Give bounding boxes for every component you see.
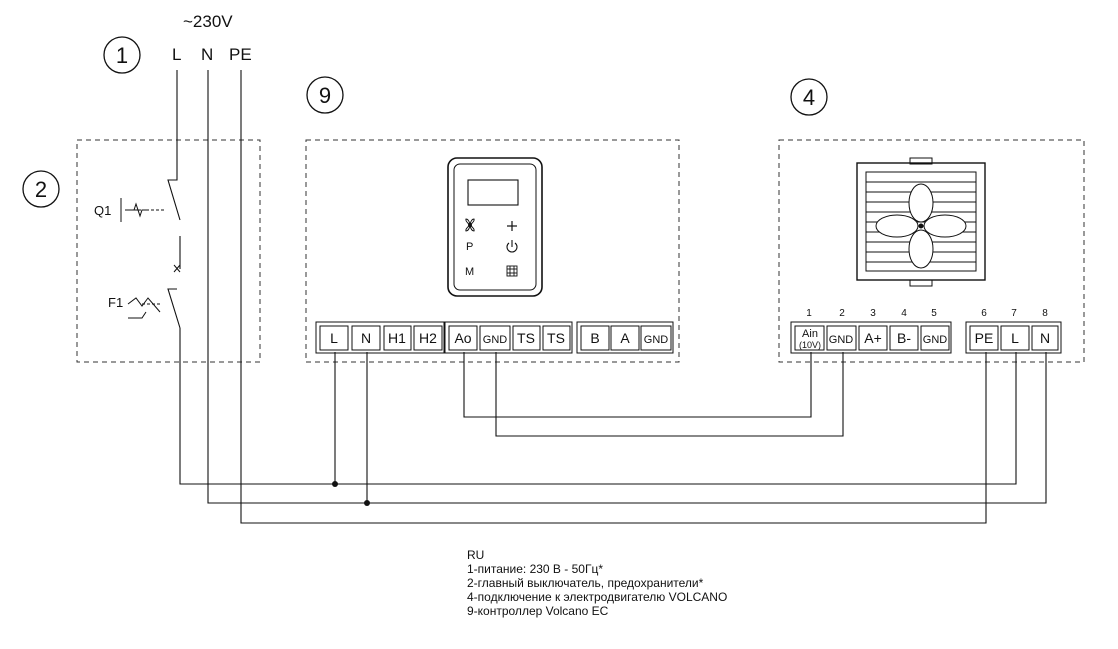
m-key-label: M [465, 266, 474, 278]
controller-display [467, 179, 519, 206]
svg-text:2: 2 [35, 177, 47, 202]
power-icon [506, 240, 518, 253]
p-key-label: P [466, 241, 473, 253]
terminal-a: A [620, 330, 630, 346]
motor-terminal-b-minus: B- [897, 330, 911, 346]
fan-icon [465, 218, 475, 232]
svg-text:1: 1 [116, 43, 128, 68]
callout-controller: 9 [306, 76, 344, 114]
terminal-h1: H1 [388, 330, 406, 346]
terminal-ts-1: TS [517, 330, 535, 346]
fuse-label: F1 [108, 295, 123, 310]
terminal-b: B [590, 330, 599, 346]
supply-voltage: ~230V [183, 12, 233, 31]
supply-wires [167, 70, 1047, 524]
terminal-ao: Ao [454, 330, 471, 346]
legend-lang: RU [467, 548, 485, 562]
terminal-l: L [330, 330, 338, 346]
svg-text:7: 7 [1011, 308, 1017, 319]
fuse-symbol [127, 297, 161, 319]
controller-terminal-strip [315, 321, 674, 354]
terminal-ts-2: TS [547, 330, 565, 346]
legend-line: 2-главный выключатель, предохранители* [467, 576, 704, 590]
supply-line-l: L [172, 45, 181, 64]
motor-terminal-l: L [1011, 330, 1019, 346]
fan-blades-icon [875, 183, 967, 269]
svg-text:9: 9 [319, 83, 331, 108]
svg-text:3: 3 [870, 308, 876, 319]
motor-terminal-a-plus: A+ [864, 330, 882, 346]
legend-line: 1-питание: 230 В - 50Гц* [467, 562, 603, 576]
terminal-h2: H2 [419, 330, 437, 346]
legend: RU 1-питание: 230 В - 50Гц* 2-главный вы… [467, 548, 727, 618]
motor-enclosure [778, 139, 1085, 363]
terminal-gnd-1: GND [483, 334, 508, 346]
callout-switch-box: 2 [22, 170, 60, 208]
terminal-n: N [361, 330, 371, 346]
motor-terminal-labels: Ain (10V) GND A+ B- GND PE L N [799, 328, 1050, 350]
supply-line-n: N [201, 45, 213, 64]
svg-text:6: 6 [981, 308, 987, 319]
junction-n [364, 500, 370, 506]
svg-text:2: 2 [839, 308, 845, 319]
controller-panel [447, 157, 543, 297]
motor-terminal-ain: Ain [802, 328, 818, 340]
main-switch-symbol [120, 198, 181, 273]
motor-terminal-n: N [1040, 330, 1050, 346]
junction-l [332, 481, 338, 487]
svg-text:4: 4 [901, 308, 907, 319]
motor-terminal-strip [790, 321, 1062, 354]
svg-text:5: 5 [931, 308, 937, 319]
main-switch-label: Q1 [94, 203, 111, 218]
terminal-gnd-2: GND [644, 334, 669, 346]
legend-line: 9-контроллер Volcano EC [467, 604, 609, 618]
callout-power: 1 [103, 36, 141, 74]
motor-terminal-gnd-1: GND [829, 334, 854, 346]
grid-icon [506, 265, 518, 277]
switch-box-enclosure [76, 139, 261, 363]
plus-icon [507, 221, 517, 231]
legend-line: 4-подключение к электродвигателю VOLCANO [467, 590, 728, 604]
motor-terminal-gnd-2: GND [923, 334, 948, 346]
controller-terminal-labels: L N H1 H2 Ao GND TS TS B A GND [330, 330, 668, 346]
motor-terminal-ain-sub: (10V) [799, 340, 821, 350]
supply-line-pe: PE [229, 45, 252, 64]
svg-text:1: 1 [806, 308, 812, 319]
svg-text:4: 4 [803, 85, 815, 110]
motor-terminal-pe: PE [975, 330, 994, 346]
callout-motor: 4 [790, 78, 828, 116]
svg-text:8: 8 [1042, 308, 1048, 319]
motor-pin-numbers: 1 2 3 4 5 6 7 8 [806, 308, 1048, 319]
